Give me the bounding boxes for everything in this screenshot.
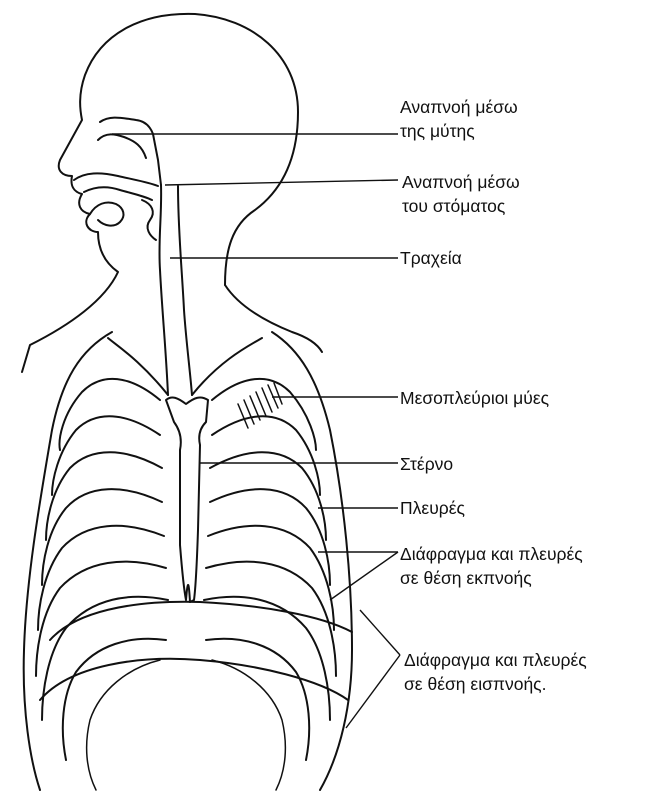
diaphragm-exhale xyxy=(50,602,352,640)
trachea xyxy=(159,185,192,395)
diaphragm-inhale xyxy=(40,659,348,700)
rib-cage-outline xyxy=(24,332,352,790)
label-nose-breathing-line1: Αναπνοή μέσω xyxy=(400,95,518,119)
intercostal-muscles xyxy=(238,383,282,428)
label-mouth-breathing: Αναπνοή μέσω του στόματος xyxy=(402,170,520,218)
label-inhale: Διάφραγμα και πλευρές σε θέση εισπνοής. xyxy=(404,648,587,696)
label-ribs: Πλευρές xyxy=(400,496,465,520)
label-nose-breathing: Αναπνοή μέσω της μύτης xyxy=(400,95,518,143)
leader-exhale-2 xyxy=(330,552,398,600)
label-mouth-breathing-line1: Αναπνοή μέσω xyxy=(402,170,520,194)
leader-inhale-2 xyxy=(346,655,400,728)
label-mouth-breathing-line2: του στόματος xyxy=(402,194,520,218)
label-intercostal: Μεσοπλεύριοι μύες xyxy=(400,386,549,410)
label-exhale-line1: Διάφραγμα και πλευρές xyxy=(400,542,583,566)
head-outline xyxy=(22,14,322,372)
leader-inhale-1 xyxy=(360,610,400,655)
label-inhale-line1: Διάφραγμα και πλευρές xyxy=(404,648,587,672)
label-exhale-line2: σε θέση εκπνοής xyxy=(400,566,583,590)
label-inhale-line2: σε θέση εισπνοής. xyxy=(404,672,587,696)
collar-bones xyxy=(108,338,262,395)
sternum xyxy=(166,397,208,602)
label-exhale: Διάφραγμα και πλευρές σε θέση εκπνοής xyxy=(400,542,583,590)
label-nose-breathing-line2: της μύτης xyxy=(400,119,518,143)
label-sternum: Στέρνο xyxy=(400,452,453,476)
left-ribs xyxy=(36,379,168,790)
mouth-cavity xyxy=(74,173,158,240)
label-trachea: Τραχεία xyxy=(400,246,462,270)
right-ribs xyxy=(204,379,336,790)
